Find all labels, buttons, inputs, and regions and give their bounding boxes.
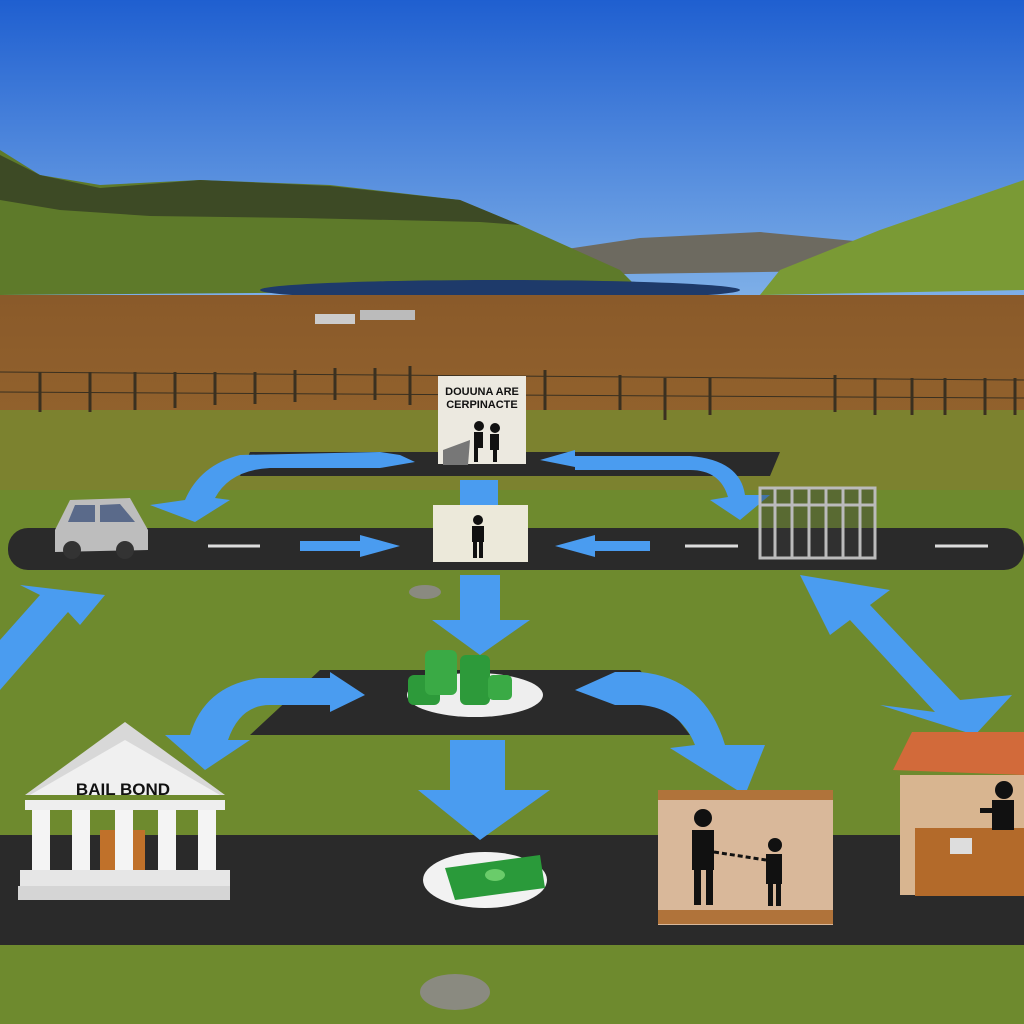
arrow-diagonal-right xyxy=(800,575,1012,735)
cash-icon xyxy=(423,852,547,908)
car-icon xyxy=(55,498,148,559)
fence xyxy=(0,366,1024,420)
arrow-left-road xyxy=(555,535,650,557)
office-building xyxy=(893,732,1024,896)
bail-bond-building: BAIL BOND xyxy=(18,722,230,900)
handcuffed-people-icon xyxy=(692,809,782,906)
person-at-desk-icon xyxy=(980,781,1014,830)
arrow-curve-top-left xyxy=(150,452,415,522)
bail-bond-label: BAIL BOND xyxy=(76,780,170,799)
arrow-right-road xyxy=(300,535,400,557)
coins-money-icon xyxy=(407,650,543,717)
jail-icon xyxy=(758,486,877,560)
arrow-down-bottom xyxy=(418,740,550,840)
farm-building xyxy=(360,310,415,320)
flow-arrows xyxy=(0,450,1012,840)
two-people-icon xyxy=(474,421,500,462)
arrow-curve-mid-left xyxy=(165,672,365,770)
arrow-curve-mid-right xyxy=(575,672,765,795)
person-sign xyxy=(433,505,528,562)
left-cliff xyxy=(0,155,520,225)
top-sign: DOUUNA ARE CERPINACTE xyxy=(438,376,526,465)
farm-building xyxy=(315,314,355,324)
right-hill xyxy=(760,180,1024,295)
top-sign-line2: CERPINACTE xyxy=(446,399,518,411)
arrest-sign xyxy=(658,790,833,925)
arrow-left-edge xyxy=(0,585,105,690)
arrow-down-middle xyxy=(432,575,530,655)
arrow-curve-top-right xyxy=(540,450,770,520)
rock xyxy=(420,974,490,1010)
arrow-stem-top xyxy=(460,480,498,506)
top-sign-line1: DOUUNA ARE xyxy=(445,386,519,398)
rock xyxy=(409,585,441,599)
